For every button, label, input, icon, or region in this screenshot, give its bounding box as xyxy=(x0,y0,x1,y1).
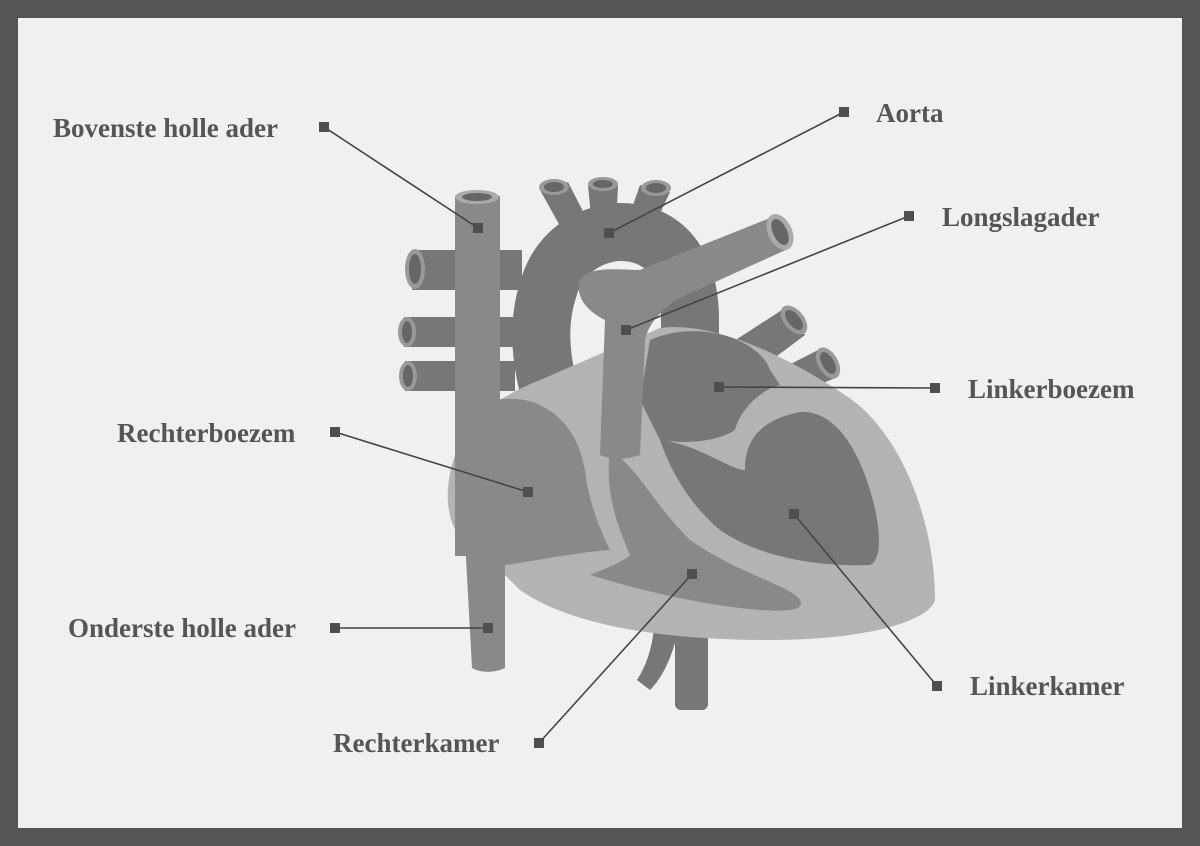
marker-squares xyxy=(319,107,942,748)
leader-superior-vena-cava xyxy=(323,126,479,229)
left-atrium xyxy=(640,331,780,442)
leader-left-ventricle xyxy=(793,513,938,687)
marker-square xyxy=(687,569,697,579)
marker-square xyxy=(330,427,340,437)
marker-square xyxy=(930,383,940,393)
marker-square xyxy=(483,623,493,633)
marker-square xyxy=(534,738,544,748)
label-right-atrium: Rechterboezem xyxy=(117,418,296,448)
label-right-ventricle: Rechterkamer xyxy=(333,728,499,758)
label-aorta: Aorta xyxy=(876,98,944,128)
marker-square xyxy=(839,107,849,117)
marker-square xyxy=(904,211,914,221)
label-inferior-vena-cava: Onderste holle ader xyxy=(68,613,296,643)
marker-square xyxy=(523,487,533,497)
marker-square xyxy=(932,681,942,691)
marker-square xyxy=(473,223,483,233)
labels: Bovenste holle ader Aorta Longslagader L… xyxy=(53,98,1135,758)
marker-square xyxy=(604,228,614,238)
marker-square xyxy=(621,325,631,335)
heart-illustration xyxy=(398,177,935,710)
label-left-ventricle: Linkerkamer xyxy=(970,671,1125,701)
leader-lines xyxy=(323,111,938,744)
pulmonary-artery-shape xyxy=(578,214,794,459)
label-pulmonary-artery: Longslagader xyxy=(942,202,1100,232)
right-ventricle xyxy=(590,450,801,611)
leader-pulmonary-artery xyxy=(625,215,910,331)
marker-square xyxy=(330,623,340,633)
marker-square xyxy=(319,122,329,132)
leader-aorta xyxy=(608,111,845,234)
label-superior-vena-cava: Bovenste holle ader xyxy=(53,113,278,143)
marker-square xyxy=(789,509,799,519)
superior-vena-cava xyxy=(455,190,500,556)
leader-right-atrium xyxy=(334,431,529,493)
leader-left-atrium xyxy=(718,386,936,389)
marker-square xyxy=(714,382,724,392)
left-ventricle xyxy=(660,411,879,566)
label-left-atrium: Linkerboezem xyxy=(968,374,1135,404)
inferior-vena-cava xyxy=(465,540,505,672)
leader-right-ventricle xyxy=(538,573,693,744)
